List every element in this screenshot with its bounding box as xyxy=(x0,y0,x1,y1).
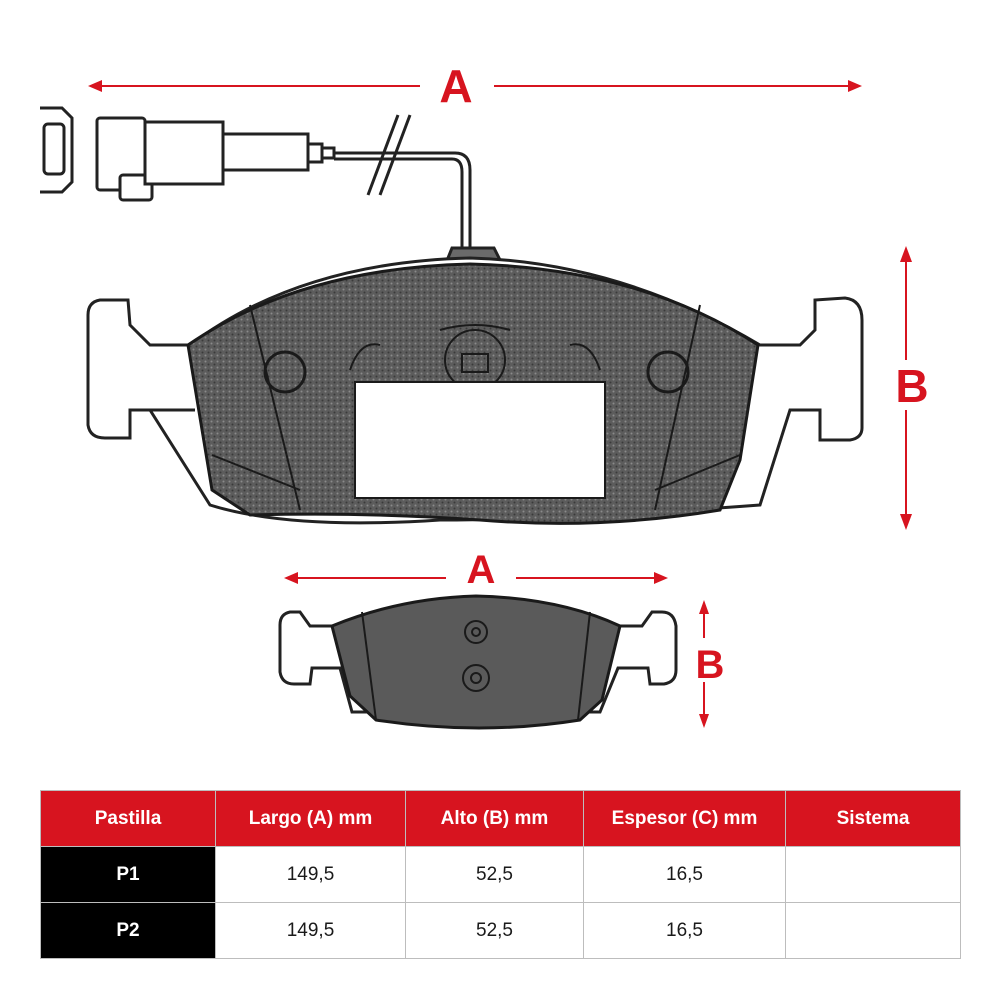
row-pad-label: P1 xyxy=(40,846,216,903)
header-espesor: Espesor (C) mm xyxy=(583,790,786,847)
bottom-pad xyxy=(278,594,678,730)
dimensions-table: Pastilla Largo (A) mm Alto (B) mm Espeso… xyxy=(40,790,961,959)
bottom-dimension-b-label: B xyxy=(696,643,725,687)
bottom-dimension-b: B xyxy=(692,600,726,728)
bottom-friction-material xyxy=(330,594,622,730)
pad-fixing-holes xyxy=(263,350,690,394)
top-dimension-a-label: A xyxy=(439,60,472,112)
top-pad xyxy=(40,106,864,525)
header-alto: Alto (B) mm xyxy=(405,790,584,847)
cell-espesor: 16,5 xyxy=(583,846,786,903)
header-pastilla: Pastilla xyxy=(40,790,216,847)
cell-espesor: 16,5 xyxy=(583,902,786,959)
left-ear xyxy=(86,298,195,440)
header-sistema: Sistema xyxy=(785,790,961,847)
cell-sistema xyxy=(785,846,961,903)
row-pad-label: P2 xyxy=(40,902,216,959)
cell-alto: 52,5 xyxy=(405,902,584,959)
bottom-dimension-a-label: A xyxy=(467,548,496,592)
pad-label-window xyxy=(354,381,606,499)
top-dimension-a: A xyxy=(88,60,862,112)
top-dimension-b-label: B xyxy=(895,360,928,412)
table-row: P2 149,5 52,5 16,5 xyxy=(40,902,961,959)
wear-sensor-cable xyxy=(334,114,472,250)
bottom-dimension-a: A xyxy=(284,548,668,592)
cell-sistema xyxy=(785,902,961,959)
cell-largo: 149,5 xyxy=(215,846,406,903)
cell-largo: 149,5 xyxy=(215,902,406,959)
wear-sensor-connector xyxy=(40,106,336,202)
top-dimension-b: B xyxy=(890,246,930,530)
table-row: P1 149,5 52,5 16,5 xyxy=(40,846,961,903)
brake-pad-diagram: A B A B xyxy=(40,60,930,730)
cell-alto: 52,5 xyxy=(405,846,584,903)
table-header-row: Pastilla Largo (A) mm Alto (B) mm Espeso… xyxy=(40,790,961,847)
bottom-pad-grooves xyxy=(361,611,591,721)
header-largo: Largo (A) mm xyxy=(215,790,406,847)
